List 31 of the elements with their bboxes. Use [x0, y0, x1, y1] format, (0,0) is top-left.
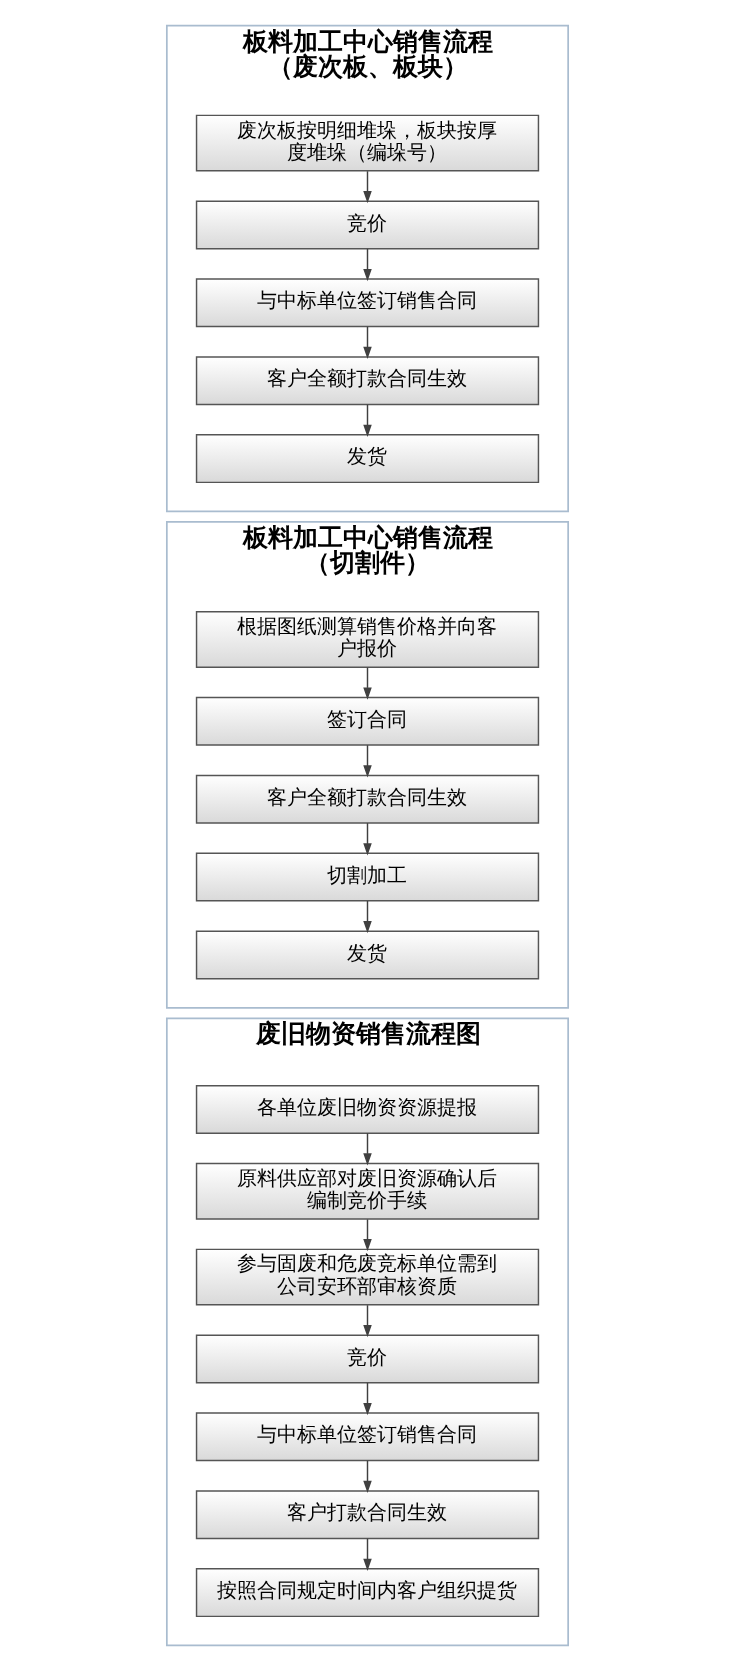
node-box: 按照合同规定时间内客户组织提货	[195, 1568, 539, 1618]
node-box: 各单位废旧物资资源提报	[195, 1084, 539, 1134]
node-box: 竞价	[195, 1334, 539, 1384]
node-box: 参与固废和危废竞标单位需到公司安环部审核资质	[195, 1248, 539, 1306]
node-box: 切割加工	[195, 852, 539, 902]
node-box: 与中标单位签订销售合同	[195, 278, 539, 328]
arrow	[362, 744, 372, 778]
arrow	[362, 326, 372, 360]
arrow	[362, 1382, 372, 1416]
arrow	[362, 822, 372, 856]
arrow	[362, 900, 372, 934]
node-box: 发货	[195, 930, 539, 980]
arrow	[362, 1132, 372, 1166]
arrow	[362, 1218, 372, 1252]
arrow	[362, 403, 372, 437]
node-box: 竞价	[195, 200, 539, 250]
arrow	[362, 1460, 372, 1493]
node-box: 签订合同	[195, 696, 539, 746]
node-box: 客户全额打款合同生效	[195, 356, 539, 406]
arrow	[362, 170, 372, 204]
node-box: 原料供应部对废旧资源确认后编制竞价手续	[195, 1162, 539, 1220]
node-box: 废次板按明细堆垛，板块按厚度堆垛（编垛号）	[195, 114, 539, 172]
node-box: 与中标单位签订销售合同	[195, 1412, 539, 1462]
node-box: 根据图纸测算销售价格并向客户报价	[195, 611, 539, 668]
node-box: 客户全额打款合同生效	[195, 774, 539, 824]
arrow	[362, 666, 372, 700]
arrow	[362, 248, 372, 282]
arrow	[362, 1537, 372, 1571]
node-box: 客户打款合同生效	[195, 1490, 539, 1540]
arrow	[362, 1304, 372, 1338]
node-box: 发货	[195, 434, 539, 484]
